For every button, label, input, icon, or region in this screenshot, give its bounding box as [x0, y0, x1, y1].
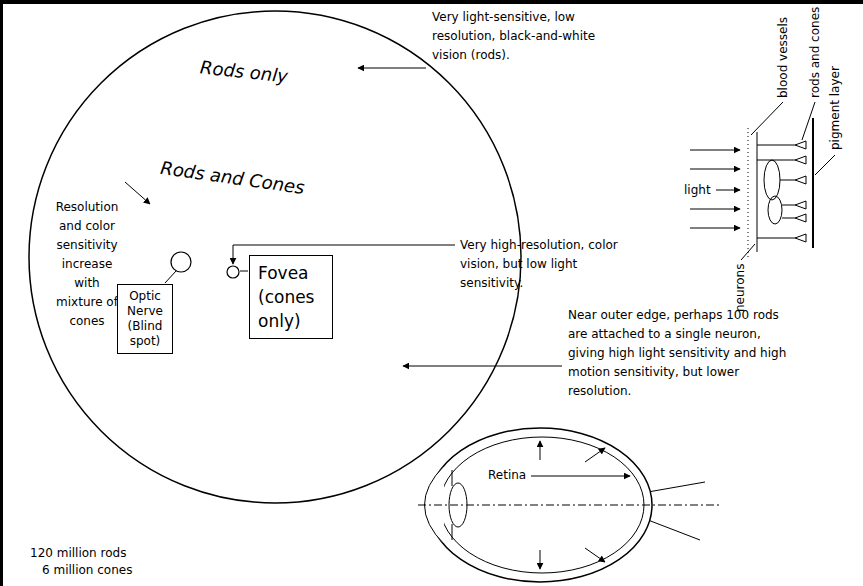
count-text: 6 million cones — [42, 562, 132, 578]
callout-box: Optic Nerve (Blind spot) — [117, 284, 173, 354]
leader-line — [165, 271, 176, 283]
layer-section — [690, 102, 835, 260]
neuron-body — [764, 160, 780, 200]
light-arrow — [690, 228, 740, 229]
photoreceptor — [795, 141, 806, 242]
optic-axis — [418, 505, 720, 506]
pigment-line — [812, 118, 814, 248]
leader-line — [802, 102, 815, 140]
optic-nerve — [648, 482, 705, 540]
neuron-branch — [757, 145, 795, 238]
region-label: Rods only — [199, 55, 289, 87]
frame-bar — [0, 0, 3, 586]
layer-label: neurons — [733, 264, 747, 312]
count-text: 120 million rods — [30, 545, 126, 561]
pointer-arrow — [540, 441, 541, 460]
note-text: Very light-sensitive, low resolution, bl… — [432, 8, 607, 65]
pointer-arrow — [531, 476, 630, 477]
region-label: Rods and Cones — [159, 156, 306, 199]
layer-label: blood vessels — [776, 17, 790, 98]
eye-figure — [418, 428, 720, 582]
light-arrow — [690, 169, 740, 170]
pointer-arrow — [585, 448, 605, 462]
retina-outline — [29, 11, 521, 503]
part-label: Retina — [488, 468, 526, 482]
callout-box: Fovea (cones only) — [249, 255, 333, 339]
pointer-arrow — [585, 548, 605, 562]
pointer-arrow — [540, 550, 541, 569]
light-arrow — [690, 209, 740, 210]
retina-disc: Rods onlyRods and ConesResolution and co… — [28, 10, 522, 504]
leader-line — [741, 244, 755, 260]
layer-label: light — [684, 183, 711, 197]
neuron-body — [768, 196, 782, 224]
leader-line — [815, 155, 835, 175]
optic-disc — [171, 252, 191, 272]
frame-bar — [0, 0, 863, 4]
callout-text: Optic Nerve (Blind spot) — [123, 289, 167, 349]
layer-label: rods and cones — [808, 7, 822, 98]
pointer-arrow — [403, 366, 562, 367]
note-text: Near outer edge, perhaps 100 rods are at… — [568, 306, 800, 401]
light-arrow — [716, 190, 740, 191]
layer-label: pigment layer — [828, 66, 842, 150]
note-text: Resolution and color sensitivity increas… — [50, 198, 124, 331]
leader-line — [751, 102, 783, 135]
note-text: Very high-resolution, color vision, but … — [460, 236, 625, 293]
pointer-arrow — [358, 68, 426, 69]
vessel-layer — [748, 128, 749, 258]
leader-line — [240, 271, 248, 272]
fovea-pit — [227, 266, 239, 278]
pointer-arrow — [125, 182, 150, 204]
light-arrow — [690, 150, 740, 151]
callout-text: Fovea (cones only) — [258, 261, 324, 333]
neuron-trunk — [757, 132, 758, 252]
